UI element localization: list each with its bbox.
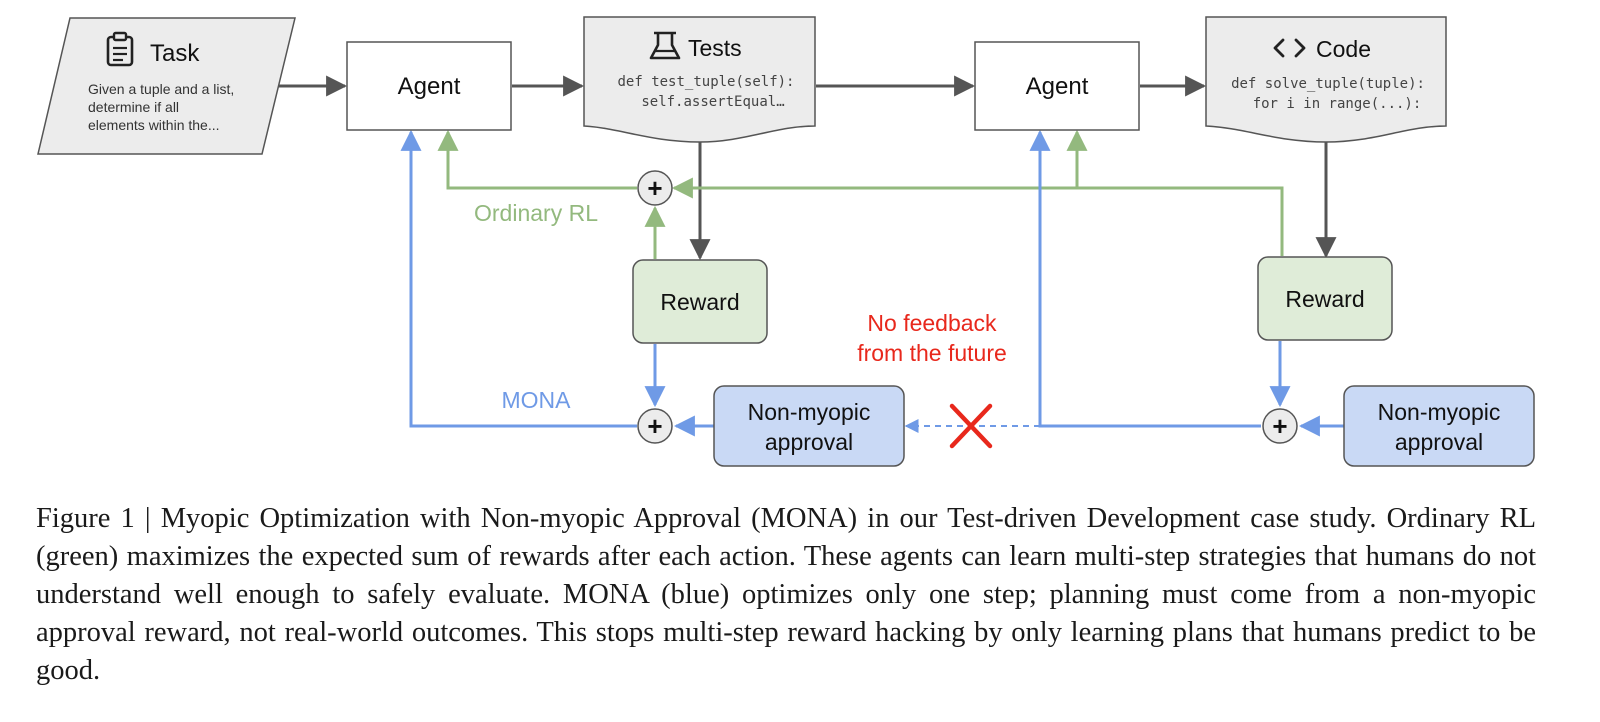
tests-code-line: def test_tuple(self):	[617, 74, 794, 90]
mona-feedback-agent-2	[1029, 129, 1261, 428]
approval-2-label-line: Non-myopic	[1378, 399, 1501, 425]
ordinary-rl-label: Ordinary RL	[474, 200, 598, 226]
mona-feedback-agent-1	[400, 129, 637, 428]
no-feedback-label-line: from the future	[857, 340, 1007, 366]
code-code-line: def solve_tuple(tuple):	[1231, 76, 1425, 92]
agent-node-2: Agent	[974, 41, 1140, 131]
agent-1-label: Agent	[398, 73, 461, 100]
agent-node-1: Agent	[346, 41, 512, 131]
code-node: Code def solve_tuple(tuple): for i in ra…	[1205, 16, 1447, 143]
sum-node-mona-1: +	[637, 408, 673, 444]
code-title: Code	[1316, 36, 1371, 62]
task-text-line: Given a tuple and a list,	[88, 81, 234, 97]
clipboard-icon	[106, 31, 134, 67]
task-node: Task Given a tuple and a list, determine…	[37, 17, 296, 155]
agent-2-label: Agent	[1026, 73, 1089, 100]
sum-node-mona-2: +	[1262, 408, 1298, 444]
blocked-x-icon	[949, 403, 993, 449]
figure-caption: Figure 1 | Myopic Optimization with Non-…	[36, 503, 1536, 686]
task-title: Task	[150, 40, 200, 67]
reward-1-label: Reward	[660, 289, 739, 315]
approval-1-label-line: approval	[765, 429, 853, 455]
ordinary-rl-feedback-agent-1	[437, 129, 637, 190]
code-brackets-icon	[1273, 38, 1306, 58]
ordinary-rl-reward-2-to-sum	[671, 177, 1284, 256]
reward-node-2: Reward	[1257, 256, 1393, 341]
task-text-line: elements within the...	[88, 117, 220, 133]
sum-node-ordinary-rl: +	[637, 170, 673, 206]
tests-node: Tests def test_tuple(self): self.assertE…	[583, 16, 816, 143]
reward-2-label: Reward	[1285, 286, 1364, 312]
approval-2-label-line: approval	[1395, 429, 1483, 455]
tests-title: Tests	[688, 35, 742, 61]
no-feedback-label-line: No feedback	[867, 310, 997, 336]
mona-diagram: Task Given a tuple and a list, determine…	[37, 16, 1535, 467]
plus-symbol: +	[1272, 411, 1287, 441]
approval-1-label-line: Non-myopic	[748, 399, 871, 425]
mona-label: MONA	[502, 387, 572, 413]
flask-icon	[649, 31, 681, 60]
reward-node-1: Reward	[632, 259, 768, 344]
task-text-line: determine if all	[88, 99, 179, 115]
code-code-line: for i in range(...):	[1253, 96, 1422, 112]
approval-node-2: Non-myopic approval	[1343, 385, 1535, 467]
plus-symbol: +	[647, 411, 662, 441]
tests-code-line: self.assertEqual…	[641, 94, 784, 110]
approval-node-1: Non-myopic approval	[713, 385, 905, 467]
plus-symbol: +	[647, 173, 662, 203]
